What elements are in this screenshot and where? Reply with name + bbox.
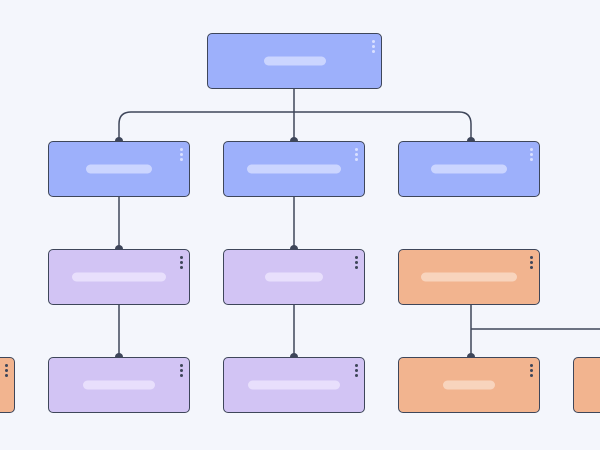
node-l3-right-edge[interactable] [573, 357, 600, 413]
edge-l2c-to-l3c [470, 305, 600, 357]
node-root[interactable] [207, 33, 382, 89]
kebab-menu-icon[interactable] [5, 364, 8, 377]
node-l2-c[interactable] [398, 249, 540, 305]
node-l1-a[interactable] [48, 141, 190, 197]
node-label-placeholder [83, 380, 155, 390]
node-label-placeholder [86, 164, 152, 174]
node-l3-c[interactable] [398, 357, 540, 413]
node-label-placeholder [265, 272, 323, 282]
kebab-menu-icon[interactable] [530, 256, 533, 269]
node-label-placeholder [247, 164, 341, 174]
edge-root-to-level1 [118, 89, 472, 141]
node-label-placeholder [263, 56, 326, 66]
node-label-placeholder [431, 164, 507, 174]
kebab-menu-icon[interactable] [530, 364, 533, 377]
node-l1-c[interactable] [398, 141, 540, 197]
node-l2-b[interactable] [223, 249, 365, 305]
node-l3-left-edge[interactable] [0, 357, 15, 413]
kebab-menu-icon[interactable] [180, 364, 183, 377]
kebab-menu-icon[interactable] [372, 40, 375, 53]
node-label-placeholder [72, 272, 166, 282]
kebab-menu-icon[interactable] [355, 364, 358, 377]
kebab-menu-icon[interactable] [180, 148, 183, 161]
node-label-placeholder [443, 380, 495, 390]
node-l1-b[interactable] [223, 141, 365, 197]
kebab-menu-icon[interactable] [355, 256, 358, 269]
node-l3-a[interactable] [48, 357, 190, 413]
kebab-menu-icon[interactable] [355, 148, 358, 161]
node-label-placeholder [248, 380, 340, 390]
node-label-placeholder [421, 272, 517, 282]
kebab-menu-icon[interactable] [180, 256, 183, 269]
kebab-menu-icon[interactable] [530, 148, 533, 161]
node-l2-a[interactable] [48, 249, 190, 305]
node-l3-b[interactable] [223, 357, 365, 413]
